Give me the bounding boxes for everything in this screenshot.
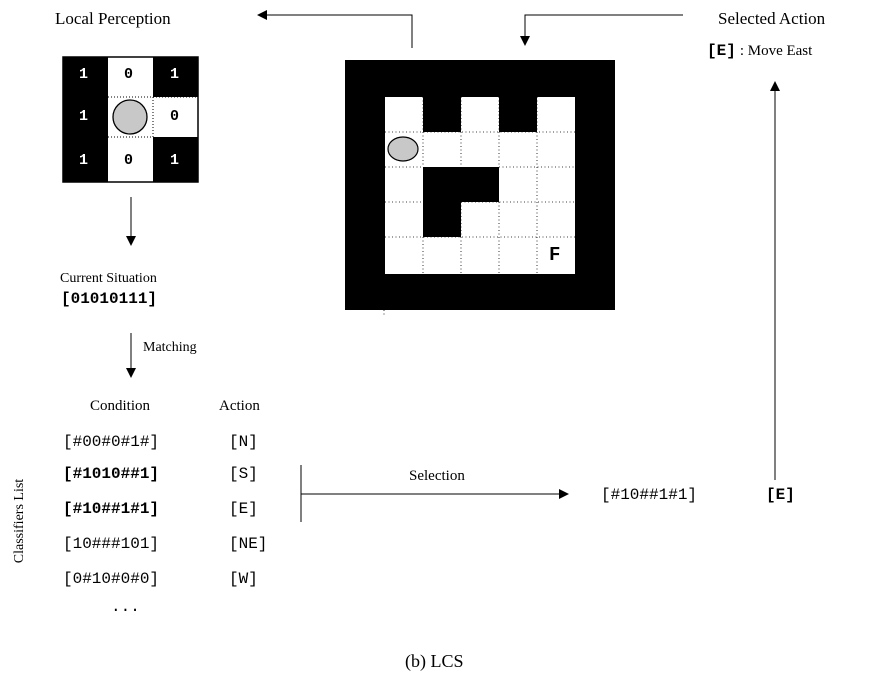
classifier-action: [W]	[229, 570, 258, 588]
perception-cell-w	[63, 97, 108, 137]
maze-agent-icon	[387, 136, 419, 162]
action-header: Action	[219, 398, 260, 414]
arrow-to-local-perception	[257, 10, 413, 48]
perception-cell-se	[153, 137, 198, 182]
perception-agent-icon	[112, 99, 148, 135]
perception-cell-ne	[153, 57, 198, 97]
classifier-condition: [#00#0#1#]	[63, 433, 160, 451]
matching-label: Matching	[143, 340, 197, 355]
perception-value-e: 0	[170, 108, 180, 125]
local-perception-title: Local Perception	[55, 9, 171, 28]
current-situation-label: Current Situation	[60, 271, 157, 286]
selected-action-line: [E] : Move East	[707, 42, 812, 60]
classifier-action: [S]	[229, 465, 258, 483]
selection-label: Selection	[409, 468, 465, 484]
maze-grid-lines	[383, 97, 575, 316]
perception-cell-sw	[63, 137, 108, 182]
perception-cell-s	[108, 137, 153, 182]
arrow-selected-action-to-maze	[520, 14, 683, 46]
classifiers-ellipsis: ...	[111, 598, 140, 616]
perception-value-ne: 1	[170, 66, 180, 83]
selected-action-title: Selected Action	[718, 9, 826, 28]
maze-inner-wall-leg	[423, 202, 461, 237]
classifier-action: [NE]	[229, 535, 268, 553]
perception-cell-n	[108, 57, 153, 97]
classifiers-list-label: Classifiers List	[12, 478, 27, 564]
current-situation-value: [01010111]	[61, 290, 158, 308]
perception-value-sw: 1	[79, 152, 89, 169]
classifier-condition: [#1010##1]	[63, 465, 160, 483]
maze-environment	[345, 60, 615, 316]
perception-value-s: 0	[124, 152, 134, 169]
classifier-action: [N]	[229, 433, 258, 451]
perception-value-w: 1	[79, 108, 89, 125]
selected-action-description: : Move East	[739, 43, 813, 59]
maze-free-cells	[385, 97, 575, 274]
perception-cell-nw	[63, 57, 108, 97]
selected-classifier-action: [E]	[766, 486, 795, 504]
perception-value-nw: 1	[79, 66, 89, 83]
figure-caption: (b) LCS	[405, 651, 464, 671]
perception-cell-e	[153, 97, 198, 137]
flow-arrows	[126, 10, 780, 522]
classifier-condition: [10###101]	[63, 535, 160, 553]
classifier-condition: [#10##1#1]	[63, 500, 160, 518]
local-perception-grid	[62, 56, 199, 183]
maze-food-label: F	[549, 244, 561, 266]
perception-value-se: 1	[170, 152, 180, 169]
selected-action-code: [E]	[707, 42, 736, 60]
condition-header: Condition	[90, 398, 151, 414]
classifier-condition: [0#10#0#0]	[63, 570, 160, 588]
perception-value-n: 0	[124, 66, 134, 83]
classifier-action: [E]	[229, 500, 258, 518]
selected-classifier-condition: [#10##1#1]	[601, 486, 698, 504]
maze-inner-wall	[423, 167, 499, 202]
